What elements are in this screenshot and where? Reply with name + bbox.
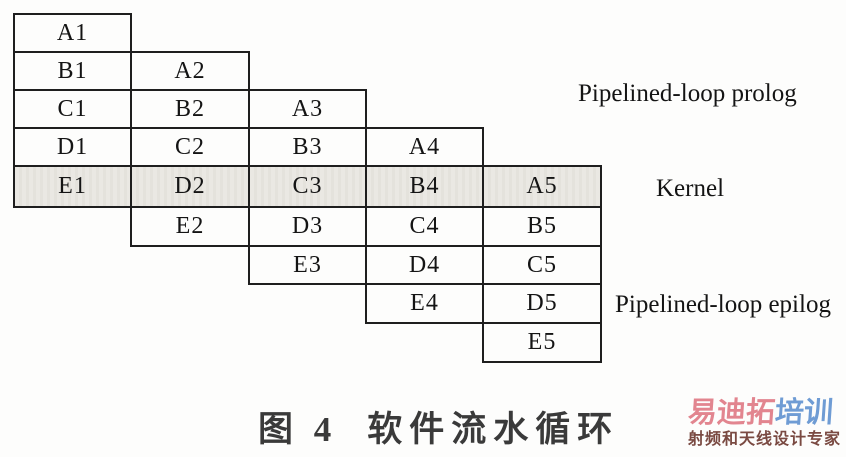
- pipeline-cell-C1: C1: [13, 89, 132, 129]
- pipeline-cell-E2: E2: [130, 206, 250, 247]
- pipeline-cell-E5: E5: [482, 322, 602, 363]
- watermark-logo-red: 易迪拓: [686, 397, 777, 429]
- pipeline-cell-A5: A5: [482, 165, 602, 208]
- pipeline-cell-A1: A1: [13, 13, 132, 53]
- pipeline-cell-A3: A3: [248, 89, 367, 129]
- pipeline-cell-B3: B3: [248, 127, 367, 167]
- pipeline-cell-A2: A2: [130, 51, 250, 91]
- figure-number: 图 4: [258, 410, 338, 449]
- pipeline-cell-D5: D5: [482, 283, 602, 324]
- pipeline-cell-E3: E3: [248, 245, 367, 285]
- watermark: 易迪拓培训 射频和天线设计专家: [686, 397, 846, 448]
- pipeline-cell-C4: C4: [365, 206, 484, 247]
- pipeline-cell-C5: C5: [482, 245, 602, 285]
- watermark-tagline: 射频和天线设计专家: [688, 431, 842, 448]
- pipeline-cell-B1: B1: [13, 51, 132, 91]
- annotation-epilog: Pipelined-loop epilog: [615, 291, 831, 318]
- pipeline-cell-D4: D4: [365, 245, 484, 285]
- watermark-logo: 易迪拓培训: [686, 397, 846, 429]
- pipeline-cell-E1: E1: [13, 165, 132, 208]
- pipeline-cell-B4: B4: [365, 165, 484, 208]
- figure-title: 软件流水循环: [367, 410, 620, 449]
- pipeline-cell-A4: A4: [365, 127, 484, 167]
- pipeline-cell-D1: D1: [13, 127, 132, 167]
- pipeline-cell-D2: D2: [130, 165, 250, 208]
- pipeline-cell-B2: B2: [130, 89, 250, 129]
- pipeline-cell-C3: C3: [248, 165, 367, 208]
- pipeline-cell-C2: C2: [130, 127, 250, 167]
- pipeline-cell-D3: D3: [248, 206, 367, 247]
- watermark-logo-blue: 培训: [773, 397, 835, 429]
- figure-caption: 图 4 软件流水循环: [258, 401, 619, 452]
- annotation-prolog: Pipelined-loop prolog: [578, 80, 797, 107]
- annotation-kernel: Kernel: [656, 175, 725, 202]
- pipeline-cell-B5: B5: [482, 206, 602, 247]
- pipeline-cell-E4: E4: [365, 283, 484, 324]
